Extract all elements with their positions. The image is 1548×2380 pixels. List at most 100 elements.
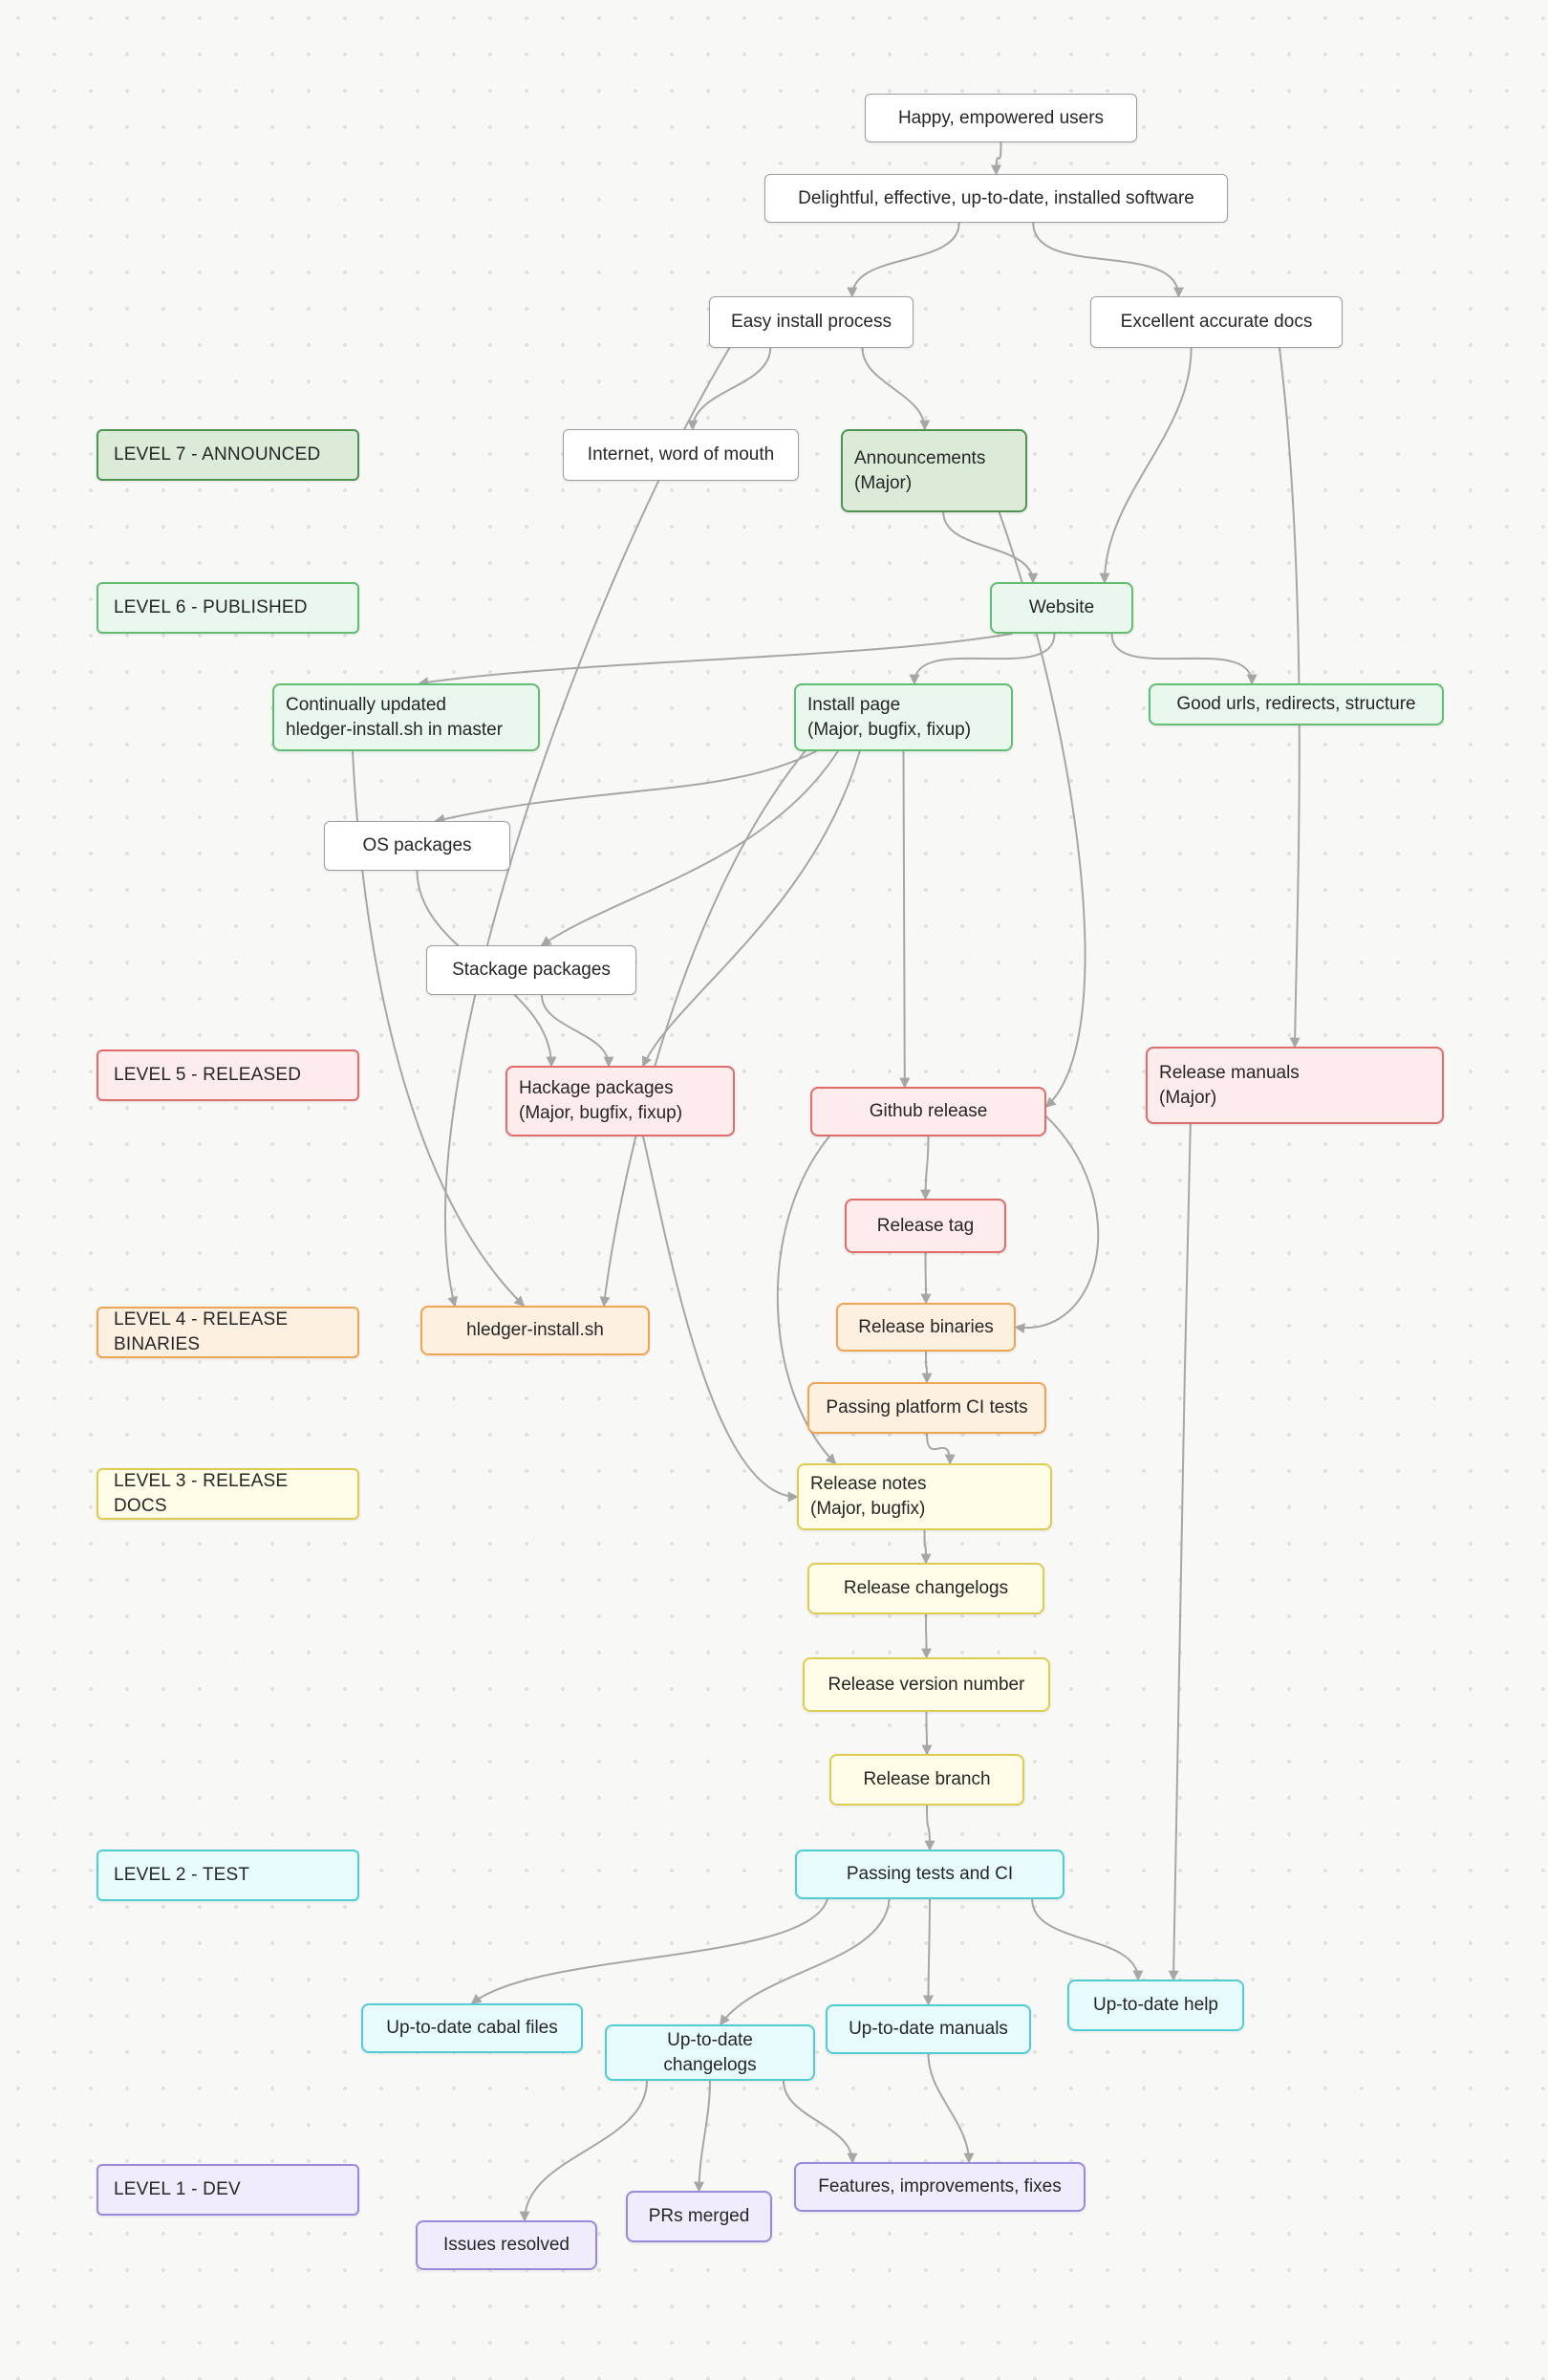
node-release_tag: Release tag: [845, 1199, 1006, 1253]
node-label: Passing tests and CI: [846, 1864, 1014, 1885]
node-passing_platform: Passing platform CI tests: [807, 1382, 1046, 1434]
edge-passing_tests-ud_help: [1031, 1898, 1144, 1981]
node-prs_merged: PRs merged: [626, 2191, 772, 2242]
node-label: Up-to-date cabal files: [386, 2018, 558, 2039]
edge-release_tag-release_binaries: [920, 1252, 932, 1305]
node-label: Internet, word of mouth: [587, 444, 775, 465]
node-delightful: Delightful, effective, up-to-date, insta…: [764, 174, 1228, 223]
edge-install_page-hackage: [641, 750, 861, 1068]
node-release_branch: Release branch: [829, 1754, 1024, 1806]
edge-install_page-github_release: [899, 750, 911, 1089]
node-label: LEVEL 3 - RELEASE DOCS: [114, 1471, 289, 1516]
node-label: Up-to-date manuals: [849, 2019, 1008, 2040]
edge-ud_changelogs-issues_resolved: [519, 2080, 648, 2222]
edge-easy_install-internet_wom: [687, 347, 772, 431]
node-label: Release changelogs: [843, 1578, 1009, 1599]
level-label-l3: LEVEL 3 - RELEASE DOCS: [97, 1468, 359, 1520]
node-hledger_install: hledger-install.sh: [420, 1306, 650, 1355]
edge-release_branch-passing_tests: [924, 1805, 935, 1851]
node-label: LEVEL 7 - ANNOUNCED: [114, 444, 321, 465]
edge-release_notes-release_changelogs: [920, 1529, 932, 1565]
edge-passing_tests-ud_manuals: [923, 1898, 935, 2006]
node-label: Release tag: [876, 1215, 975, 1236]
edge-release_manuals-ud_help: [1168, 1123, 1192, 1981]
node-label: Up-to-date changelogs: [663, 2029, 757, 2075]
node-release_changelogs: Release changelogs: [807, 1563, 1044, 1614]
edge-ud_changelogs-features: [783, 2080, 858, 2164]
node-announcements: Announcements (Major): [841, 429, 1027, 512]
edge-release_changelogs-release_version: [920, 1613, 932, 1659]
node-cabal_files: Up-to-date cabal files: [361, 2003, 583, 2053]
level-label-l5: LEVEL 5 - RELEASED: [97, 1049, 359, 1101]
node-excellent_docs: Excellent accurate docs: [1090, 296, 1343, 348]
node-internet_wom: Internet, word of mouth: [563, 429, 799, 481]
node-label: Release binaries: [858, 1316, 994, 1337]
node-label: Github release: [869, 1101, 988, 1122]
node-good_urls: Good urls, redirects, structure: [1149, 683, 1444, 725]
level-label-l6: LEVEL 6 - PUBLISHED: [97, 582, 359, 634]
node-label: Announcements (Major): [854, 447, 986, 493]
edge-install_page-stackage: [540, 750, 839, 946]
edge-excellent_docs-release_manuals: [1279, 347, 1301, 1049]
node-stackage: Stackage packages: [426, 945, 636, 995]
edge-install_page-hledger_install: [599, 750, 806, 1308]
node-label: Excellent accurate docs: [1120, 312, 1313, 333]
node-label: Install page (Major, bugfix, fixup): [807, 694, 972, 740]
node-label: LEVEL 2 - TEST: [114, 1865, 250, 1886]
node-release_manuals: Release manuals (Major): [1146, 1047, 1444, 1124]
node-label: Good urls, redirects, structure: [1176, 694, 1416, 715]
node-ud_help: Up-to-date help: [1067, 1980, 1244, 2031]
node-ud_manuals: Up-to-date manuals: [826, 2004, 1031, 2054]
level-label-l4: LEVEL 4 - RELEASE BINARIES: [97, 1307, 359, 1358]
node-hackage: Hackage packages (Major, bugfix, fixup): [505, 1066, 735, 1136]
edge-delightful-easy_install: [847, 222, 960, 298]
edge-delightful-excellent_docs: [1032, 222, 1184, 298]
edges-group: [352, 141, 1301, 2222]
node-issues_resolved: Issues resolved: [416, 2220, 597, 2270]
node-label: LEVEL 5 - RELEASED: [114, 1065, 302, 1086]
node-release_notes: Release notes (Major, bugfix): [797, 1463, 1052, 1530]
edge-announcements-website: [942, 511, 1039, 584]
node-label: LEVEL 4 - RELEASE BINARIES: [114, 1309, 289, 1354]
level-label-l1: LEVEL 1 - DEV: [97, 2164, 359, 2216]
edge-passing_platform-release_notes: [926, 1433, 956, 1465]
edge-github_release-release_tag: [920, 1136, 932, 1201]
edge-easy_install-announcements: [861, 347, 931, 431]
edge-passing_tests-ud_changelogs: [720, 1898, 891, 2026]
node-release_version: Release version number: [803, 1657, 1050, 1712]
edge-ud_changelogs-prs_merged: [694, 2080, 711, 2193]
node-label: Happy, empowered users: [897, 107, 1105, 128]
node-label: Stackage packages: [452, 960, 611, 981]
node-label: Issues resolved: [442, 2235, 570, 2256]
node-label: Release version number: [828, 1674, 1025, 1695]
node-label: Features, improvements, fixes: [818, 2176, 1062, 2197]
edge-ud_manuals-features: [927, 2053, 975, 2164]
level-label-l7: LEVEL 7 - ANNOUNCED: [97, 429, 359, 481]
edge-install_page-os_packages: [434, 750, 817, 825]
edge-website-install_page: [909, 633, 1056, 685]
edge-website-continually: [418, 633, 1013, 688]
node-ud_changelogs: Up-to-date changelogs: [605, 2024, 815, 2081]
node-passing_tests: Passing tests and CI: [795, 1850, 1064, 1899]
edge-hackage-release_notes: [642, 1136, 799, 1503]
edge-release_binaries-passing_platform: [921, 1351, 933, 1384]
edge-release_version-release_branch: [921, 1711, 933, 1756]
node-label: Release notes (Major, bugfix): [810, 1474, 927, 1519]
node-label: Delightful, effective, up-to-date, insta…: [798, 187, 1194, 208]
node-continually: Continually updated hledger-install.sh i…: [272, 683, 540, 751]
node-label: Easy install process: [731, 312, 892, 333]
node-label: Release manuals (Major): [1159, 1062, 1300, 1108]
edge-github_release-release_binaries: [1014, 1115, 1100, 1334]
node-label: hledger-install.sh: [466, 1320, 604, 1341]
node-label: Passing platform CI tests: [826, 1397, 1028, 1418]
node-label: Website: [1028, 597, 1095, 618]
node-os_packages: OS packages: [324, 821, 510, 871]
node-label: Release branch: [863, 1769, 991, 1790]
node-label: PRs merged: [648, 2206, 750, 2227]
node-website: Website: [990, 582, 1133, 634]
level-label-l2: LEVEL 2 - TEST: [97, 1850, 359, 1901]
edge-happy-delightful: [991, 141, 1002, 176]
node-label: Up-to-date help: [1093, 1995, 1218, 2016]
edge-passing_tests-cabal_files: [470, 1898, 828, 2005]
